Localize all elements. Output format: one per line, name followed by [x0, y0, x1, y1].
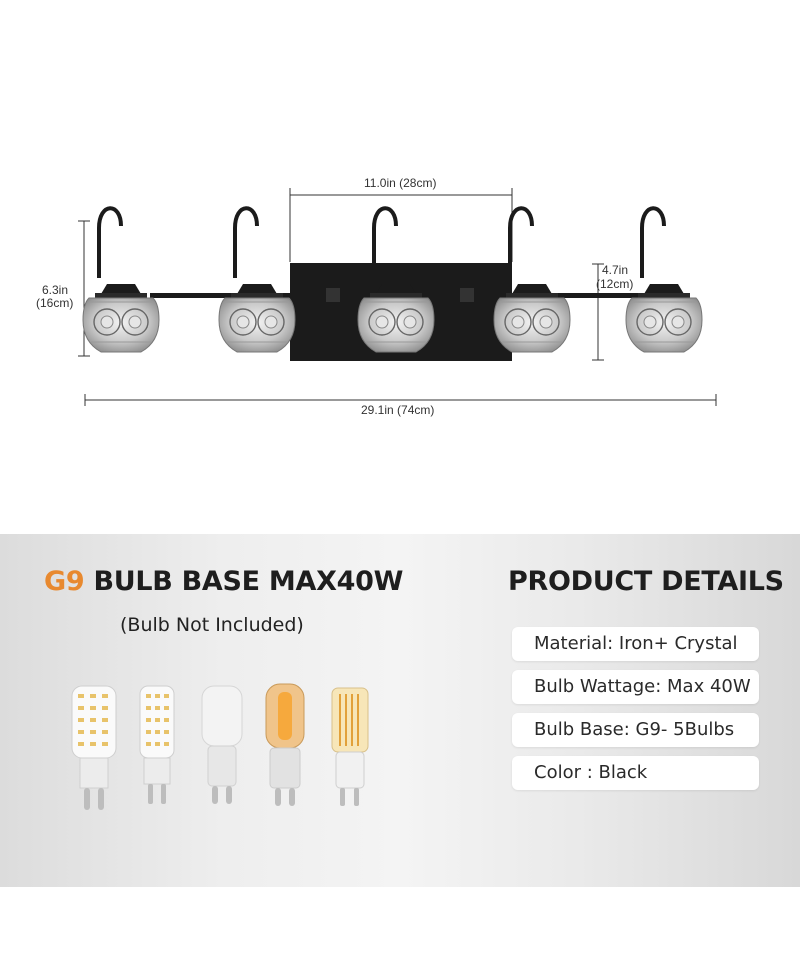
bulb-amber-cob-icon [265, 683, 305, 806]
bulb-type-accent: G9 [44, 566, 85, 597]
bulb-subtitle: (Bulb Not Included) [120, 614, 304, 636]
dim-height-right-cm: (12cm) [596, 277, 634, 291]
bulb-illustrations [71, 683, 369, 810]
fixture-diagram [78, 188, 717, 406]
detail-material: Material: Iron+ Crystal [512, 627, 759, 661]
detail-color: Color : Black [512, 756, 759, 790]
bulb-corn-led-icon [71, 685, 117, 810]
dim-total-width: 29.1in (74cm) [361, 403, 435, 417]
detail-wattage: Bulb Wattage: Max 40W [512, 670, 759, 704]
dim-height-left-in: 6.3in [42, 283, 69, 297]
detail-bulb-base: Bulb Base: G9- 5Bulbs [512, 713, 759, 747]
dim-height-left-cm: (16cm) [36, 296, 74, 310]
bulb-title-rest: BULB BASE MAX40W [93, 566, 404, 597]
bulb-filament-icon [331, 687, 369, 806]
bulb-base-title: G9 BULB BASE MAX40W [44, 566, 403, 597]
bulb-corn-led-small-icon [139, 685, 175, 804]
bulb-frosted-icon [201, 685, 243, 804]
product-details-title: PRODUCT DETAILS [508, 566, 784, 597]
info-panel [0, 534, 800, 887]
dim-height-right-in: 4.7in [602, 263, 629, 277]
dim-top-width: 11.0in (28cm) [364, 176, 437, 190]
